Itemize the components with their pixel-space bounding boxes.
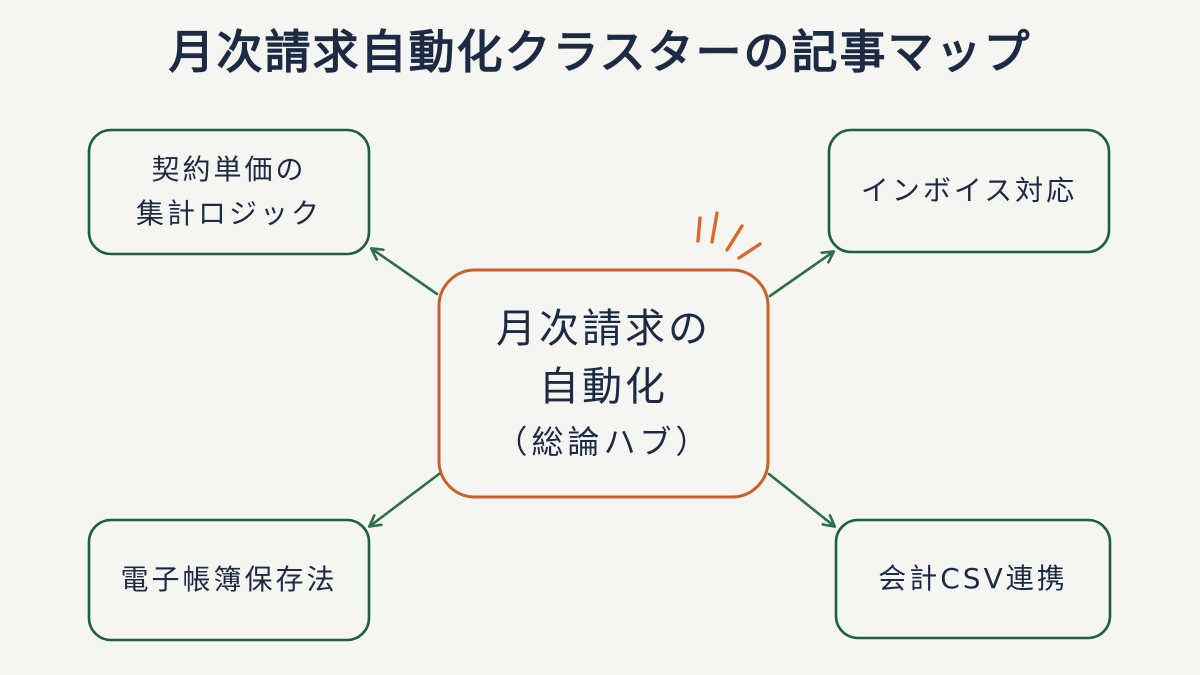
hub-line2: 自動化 xyxy=(539,363,668,410)
node-contract-price-line1: 契約単価の xyxy=(151,153,307,186)
diagram-title: 月次請求自動化クラスターの記事マップ xyxy=(168,25,1032,79)
arrow-to-e-book-law xyxy=(370,472,441,526)
box-e-book-law xyxy=(87,518,371,642)
node-invoice: インボイス対応 xyxy=(829,130,1109,252)
node-accounting-csv: 会計CSV連携 xyxy=(836,520,1110,638)
box-hub xyxy=(437,268,770,499)
hub-line3: （総論ハブ） xyxy=(495,422,712,461)
box-invoice xyxy=(827,128,1111,254)
node-e-book-law-label: 電子帳簿保存法 xyxy=(120,563,338,596)
emphasis-burst-icon xyxy=(696,211,762,260)
hub-line1: 月次請求の xyxy=(496,305,711,352)
node-accounting-csv-label: 会計CSV連携 xyxy=(878,562,1068,595)
arrow-to-accounting-csv xyxy=(767,472,834,526)
node-contract-price-line2: 集計ロジック xyxy=(135,197,322,230)
box-accounting-csv xyxy=(834,518,1112,640)
box-contract-price xyxy=(87,128,371,256)
node-invoice-label: インボイス対応 xyxy=(860,174,1078,207)
arrow-to-invoice xyxy=(768,252,833,298)
node-e-book-law: 電子帳簿保存法 xyxy=(89,520,369,640)
node-contract-price: 契約単価の 集計ロジック xyxy=(89,130,369,254)
arrow-to-contract-price xyxy=(372,249,439,296)
node-hub: 月次請求の 自動化 （総論ハブ） xyxy=(439,270,768,497)
